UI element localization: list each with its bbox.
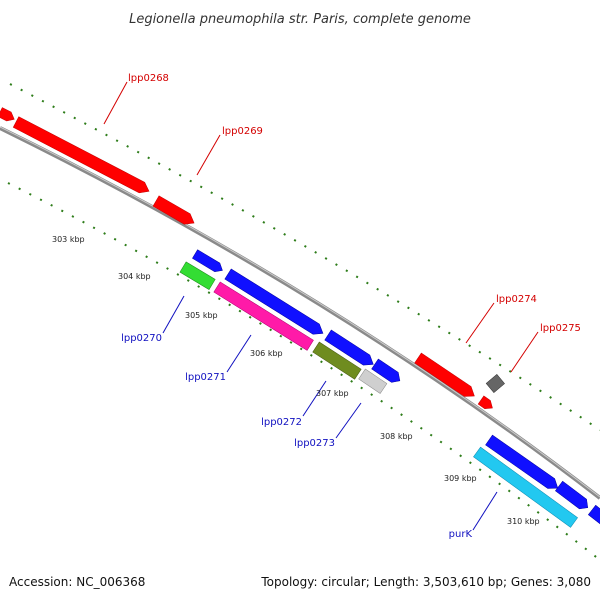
scale-label: 304 kbp [118, 272, 151, 281]
leader-lpp0273 [335, 402, 362, 439]
label-lpp0272[interactable]: lpp0272 [261, 417, 302, 428]
scale-label: 310 kbp [507, 517, 540, 526]
scale-label: 307 kbp [316, 389, 349, 398]
scale-label: 305 kbp [185, 311, 218, 320]
tick-rows [7, 83, 600, 561]
label-lpp0273[interactable]: lpp0273 [294, 438, 335, 449]
gene-purK[interactable] [473, 446, 578, 528]
gene-long-blue[interactable] [224, 268, 326, 339]
gene-lpp0269[interactable] [152, 195, 197, 228]
gene-lpp0271[interactable] [213, 281, 314, 351]
genome-backbone [0, 126, 600, 500]
gene-blue-right-1[interactable] [485, 434, 562, 493]
map-title: Legionella pneumophila str. Paris, compl… [129, 12, 471, 27]
leader-lpp0274 [465, 302, 495, 344]
label-lpp0271[interactable]: lpp0271 [185, 372, 226, 383]
outer-tick-row [9, 83, 600, 431]
genome-backbone-highlight [0, 126, 600, 498]
label-lpp0274[interactable]: lpp0274 [496, 294, 537, 305]
scale-label: 309 kbp [444, 474, 477, 483]
label-lpp0270[interactable]: lpp0270 [121, 333, 162, 344]
forward-genes [0, 107, 600, 528]
gene-lpp0275[interactable] [485, 374, 505, 393]
label-leader-lines [103, 81, 539, 531]
gene-blue-short[interactable] [371, 358, 404, 386]
accession-text: Accession: NC_006368 [9, 575, 145, 589]
gene-red-tiny[interactable] [477, 395, 495, 412]
scale-labels: 303 kbp 304 kbp 305 kbp 306 kbp 307 kbp … [52, 235, 540, 526]
reverse-genes [179, 261, 578, 528]
leader-lpp0272 [302, 380, 327, 417]
gene-blue-right-2[interactable] [555, 480, 591, 512]
gene-lpp0270[interactable] [179, 261, 216, 290]
genome-summary-text: Topology: circular; Length: 3,503,610 bp… [260, 575, 591, 589]
gene-lpp0273[interactable] [358, 368, 388, 394]
gene-lpp0268[interactable] [12, 116, 152, 197]
leader-lpp0275 [510, 331, 539, 373]
leader-lpp0270 [162, 295, 185, 334]
leader-lpp0268 [103, 81, 128, 125]
label-lpp0275[interactable]: lpp0275 [540, 323, 581, 334]
gene-labels: lpp0268 lpp0269 lpp0270 lpp0271 lpp0272 … [121, 73, 581, 540]
gene-small-blue-1[interactable] [192, 249, 225, 275]
gene-lpp0274[interactable] [414, 352, 478, 401]
label-lpp0269[interactable]: lpp0269 [222, 126, 263, 137]
scale-label: 303 kbp [52, 235, 85, 244]
leader-purK [472, 491, 498, 531]
gene-blue-right-edge[interactable] [587, 504, 600, 528]
gene-arrow-left-partial[interactable] [0, 107, 17, 124]
gene-blue-mid[interactable] [324, 329, 377, 369]
leader-lpp0271 [226, 334, 252, 373]
scale-label: 306 kbp [250, 349, 283, 358]
scale-label: 308 kbp [380, 432, 413, 441]
inner-tick-row [7, 182, 600, 561]
gene-lpp0272[interactable] [312, 341, 362, 380]
leader-lpp0269 [196, 134, 221, 176]
label-purK[interactable]: purK [449, 529, 473, 540]
label-lpp0268[interactable]: lpp0268 [128, 73, 169, 84]
